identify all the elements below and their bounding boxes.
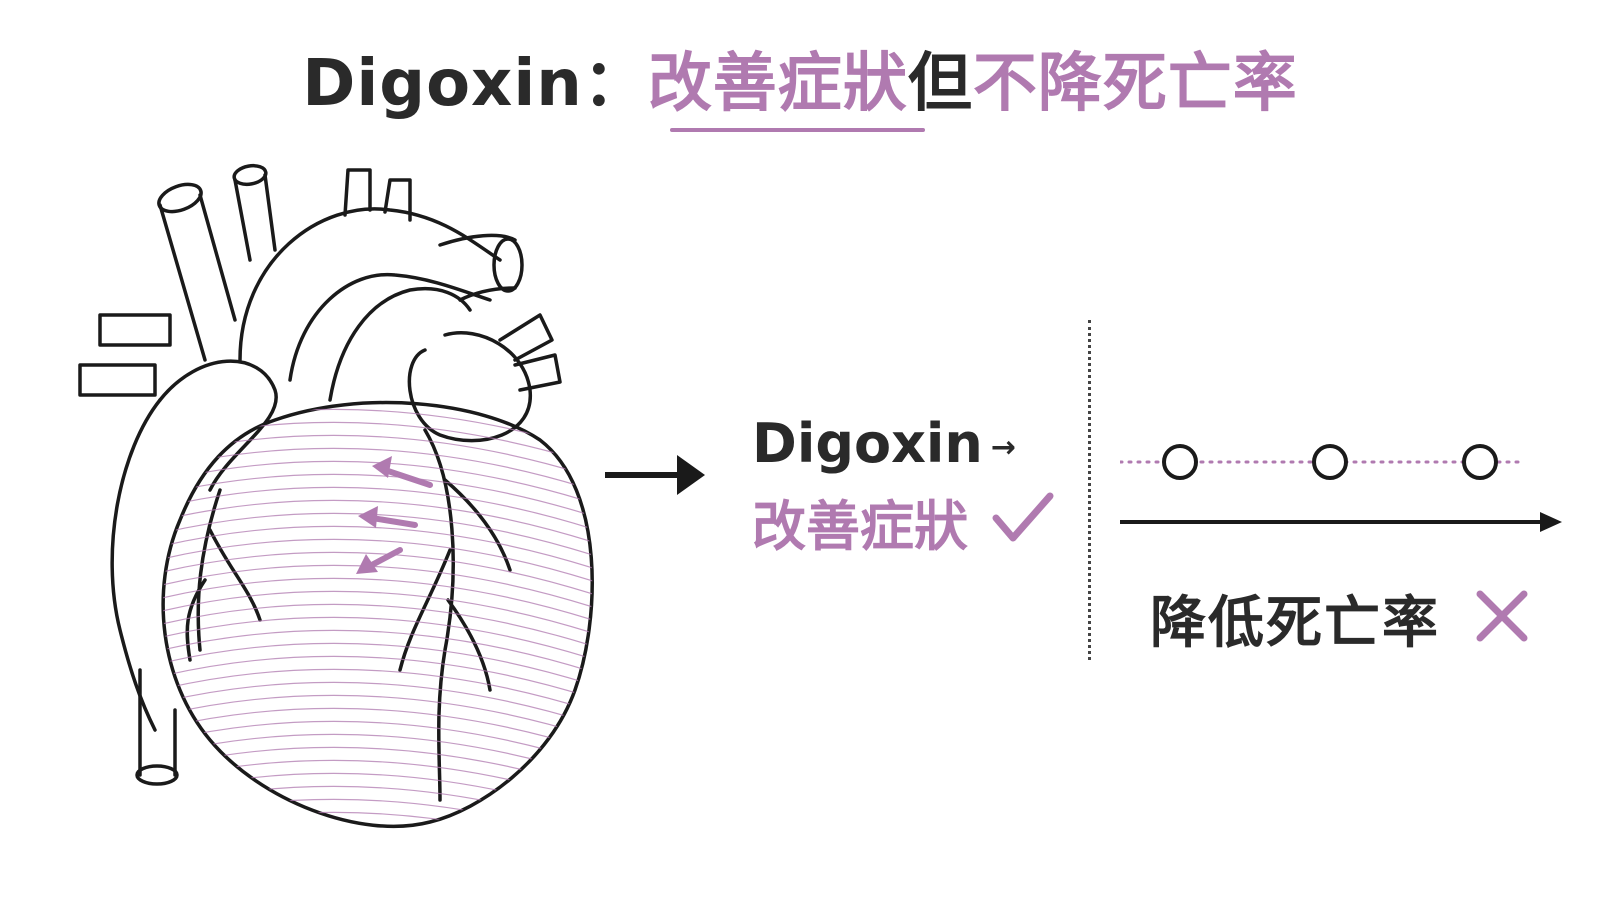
title-underline — [670, 128, 925, 132]
drug-label: Digoxin→ — [752, 412, 1016, 475]
cross-icon — [1476, 590, 1528, 642]
timeline-point — [1312, 444, 1348, 480]
timeline-point — [1462, 444, 1498, 480]
title-no-mortality: 不降死亡率 — [972, 47, 1298, 121]
small-arrow-icon: → — [990, 429, 1017, 465]
contraction-arrows — [356, 456, 433, 574]
axis-arrow-icon — [1540, 512, 1562, 532]
vena-cava-upper — [158, 203, 207, 362]
muscle-striations — [163, 408, 593, 827]
outcome-label: 降低死亡率 — [1150, 591, 1440, 656]
main-arrow-icon — [605, 455, 705, 495]
page-title: Digoxin：改善症狀但不降死亡率 — [0, 32, 1600, 124]
timeline-point — [1162, 444, 1198, 480]
title-improve: 改善症狀 — [647, 47, 908, 121]
title-colon: ： — [582, 47, 648, 121]
drug-name: Digoxin — [752, 412, 983, 475]
timeline-chart — [1120, 444, 1562, 532]
title-but: 但 — [907, 47, 973, 121]
dotted-divider — [1088, 320, 1091, 660]
checkmark-icon — [992, 492, 1054, 542]
effect-label: 改善症狀 — [752, 495, 968, 558]
title-drug: Digoxin — [302, 47, 583, 121]
heart-illustration — [78, 163, 594, 829]
